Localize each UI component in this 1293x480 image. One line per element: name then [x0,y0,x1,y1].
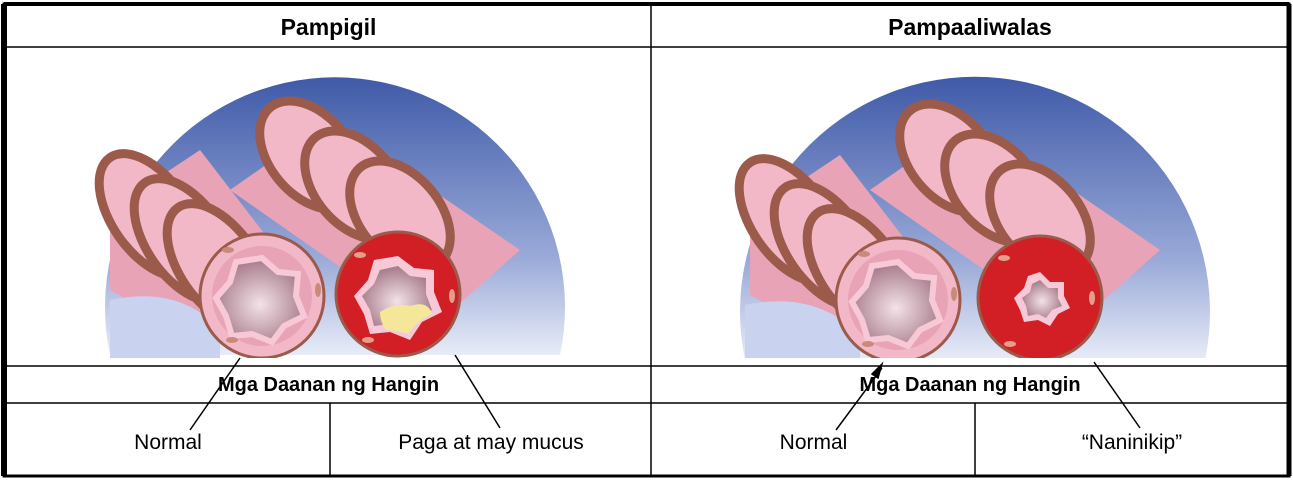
label-mucus-left: Paga at may mucus [331,418,651,468]
airway-illustration-left [79,77,565,360]
constricted-airway-right [978,236,1102,360]
column-title-right: Pampaaliwalas [652,8,1288,46]
normal-airway-left [200,234,324,358]
section-label-right: Mga Daanan ng Hangin [652,368,1288,402]
column-title-left: Pampigil [6,8,651,46]
section-label-left: Mga Daanan ng Hangin [6,368,651,402]
normal-airway-right [836,238,960,362]
airway-illustration-right [719,77,1210,362]
label-constricted-right: “Naninikip” [976,418,1288,468]
label-normal-right: Normal [652,418,975,468]
inflamed-airway-left [336,232,460,356]
label-normal-left: Normal [6,418,330,468]
